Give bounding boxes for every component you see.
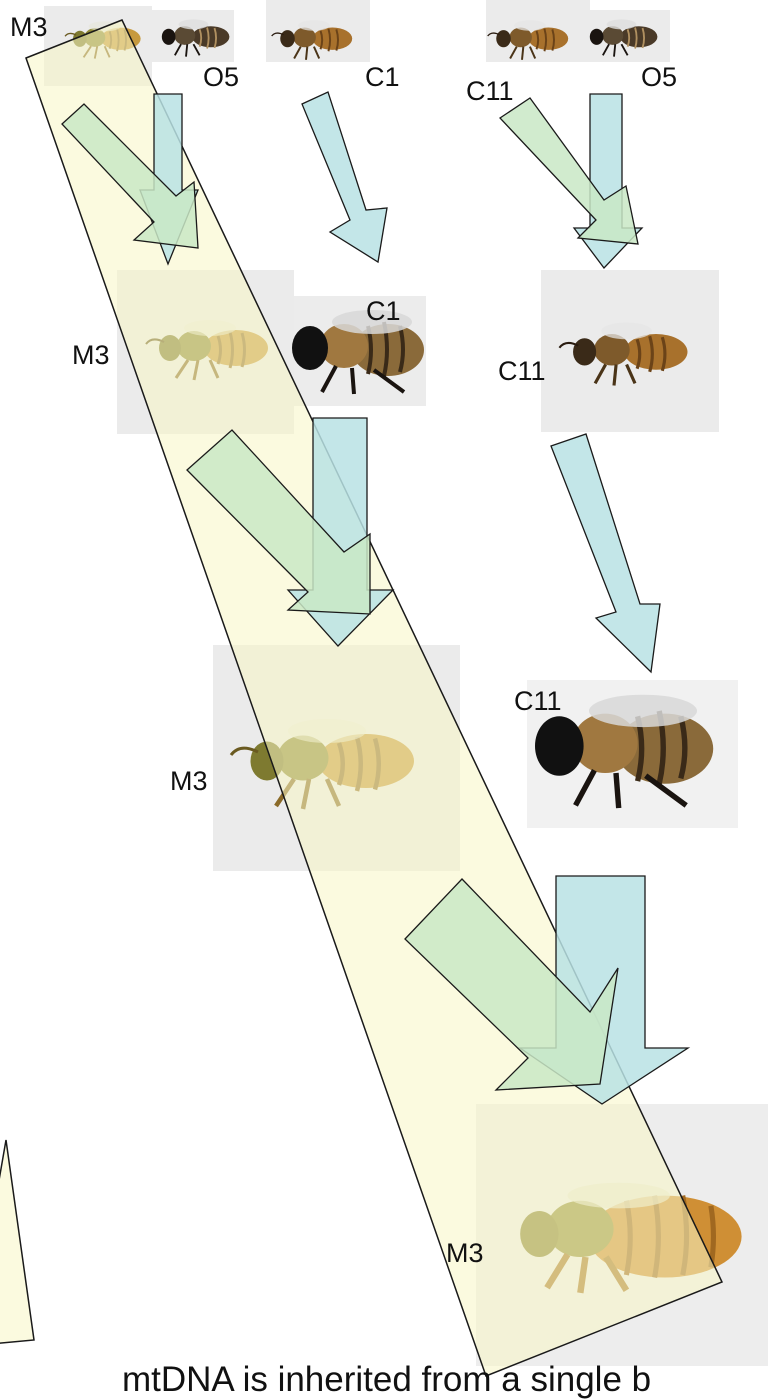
bee-label: C11 bbox=[498, 356, 546, 386]
bee-label: M3 bbox=[446, 1238, 484, 1268]
bee-label: M3 bbox=[10, 12, 48, 42]
bee-label: C11 bbox=[514, 686, 562, 716]
bee-label: O5 bbox=[641, 62, 677, 92]
bee-label: C1 bbox=[365, 62, 400, 92]
bee-label: M3 bbox=[170, 766, 208, 796]
bee-label: M3 bbox=[72, 340, 110, 370]
bee-label: C1 bbox=[366, 296, 401, 326]
bee-label: C11 bbox=[466, 76, 514, 106]
adjacent-lineage-band bbox=[0, 1140, 34, 1345]
bee-label: O5 bbox=[203, 62, 239, 92]
